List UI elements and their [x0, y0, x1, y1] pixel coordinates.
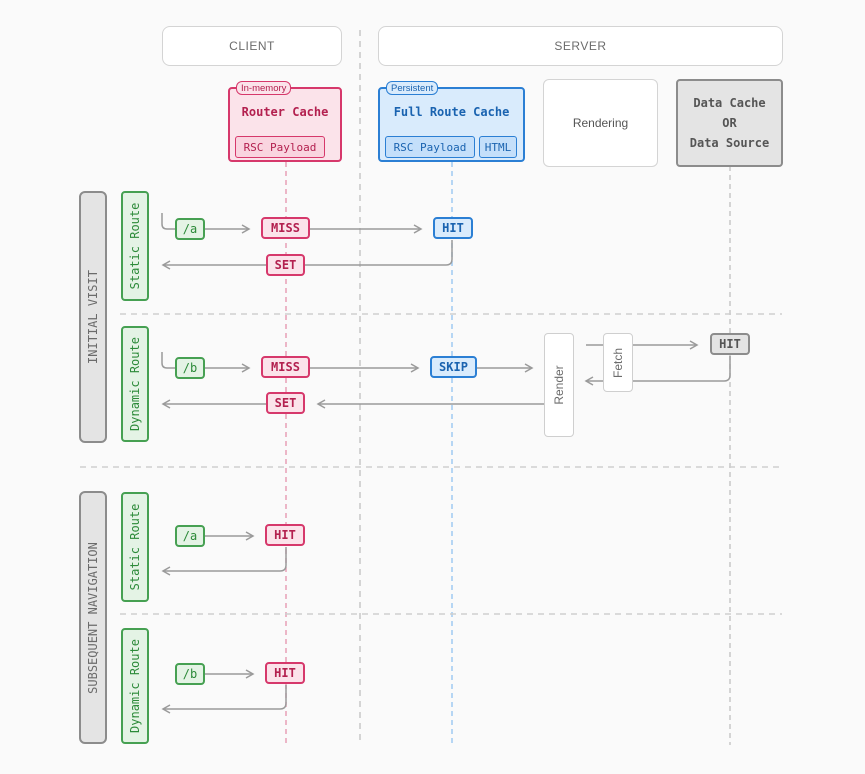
- data-cache-box: Data Cache OR Data Source: [676, 79, 783, 167]
- server-header-label: SERVER: [554, 39, 607, 53]
- full-route-cache-title: Full Route Cache: [393, 105, 510, 119]
- router-cache-set: SET: [266, 392, 305, 414]
- section-subsequent-navigation: SUBSEQUENT NAVIGATION: [79, 491, 107, 744]
- route-label-text: Static Route: [128, 503, 142, 591]
- full-route-cache-box: Persistent Full Route Cache RSC Payload …: [378, 81, 525, 162]
- client-header: CLIENT: [162, 26, 342, 66]
- request-path: /b: [175, 663, 205, 685]
- route-label-text: Static Route: [128, 202, 142, 290]
- request-path: /a: [175, 218, 205, 240]
- router-cache-status: MISS: [261, 217, 310, 239]
- rendering-box: Rendering: [543, 79, 658, 167]
- route-label-row-3: Static Route: [121, 492, 149, 602]
- full-route-cache-item-html: HTML: [479, 136, 517, 158]
- client-header-label: CLIENT: [229, 39, 275, 53]
- full-route-cache-status: HIT: [433, 217, 473, 239]
- full-route-cache-tag: Persistent: [386, 81, 439, 95]
- router-cache-status: MISS: [261, 356, 310, 378]
- router-cache-set: SET: [266, 254, 305, 276]
- route-label-text: Dynamic Route: [128, 337, 142, 431]
- route-label-row-4: Dynamic Route: [121, 628, 149, 744]
- router-cache-status: HIT: [265, 662, 305, 684]
- rendering-label: Rendering: [572, 116, 629, 130]
- section-subsequent-navigation-label: SUBSEQUENT NAVIGATION: [86, 541, 100, 694]
- data-cache-line-3: Data Source: [689, 136, 770, 150]
- data-cache-status: HIT: [710, 333, 750, 355]
- router-cache-item: RSC Payload: [235, 136, 325, 158]
- router-cache-status: HIT: [265, 524, 305, 546]
- data-cache-line-1: Data Cache: [693, 96, 766, 110]
- data-cache-line-2: OR: [722, 116, 737, 130]
- fetch-box: Fetch: [603, 333, 633, 392]
- section-initial-visit: INITIAL VISIT: [79, 191, 107, 443]
- full-route-cache-item-rsc: RSC Payload: [385, 136, 475, 158]
- fetch-label: Fetch: [611, 347, 625, 378]
- route-label-row-2: Dynamic Route: [121, 326, 149, 442]
- router-cache-box: In-memory Router Cache RSC Payload: [228, 81, 342, 162]
- router-cache-tag: In-memory: [236, 81, 292, 95]
- render-box: Render: [544, 333, 574, 437]
- server-header: SERVER: [378, 26, 783, 66]
- request-path: /b: [175, 357, 205, 379]
- section-initial-visit-label: INITIAL VISIT: [86, 270, 100, 364]
- render-label: Render: [552, 365, 566, 405]
- request-path: /a: [175, 525, 205, 547]
- route-label-row-1: Static Route: [121, 191, 149, 301]
- router-cache-title: Router Cache: [241, 105, 329, 119]
- route-label-text: Dynamic Route: [128, 639, 142, 733]
- full-route-cache-status: SKIP: [430, 356, 477, 378]
